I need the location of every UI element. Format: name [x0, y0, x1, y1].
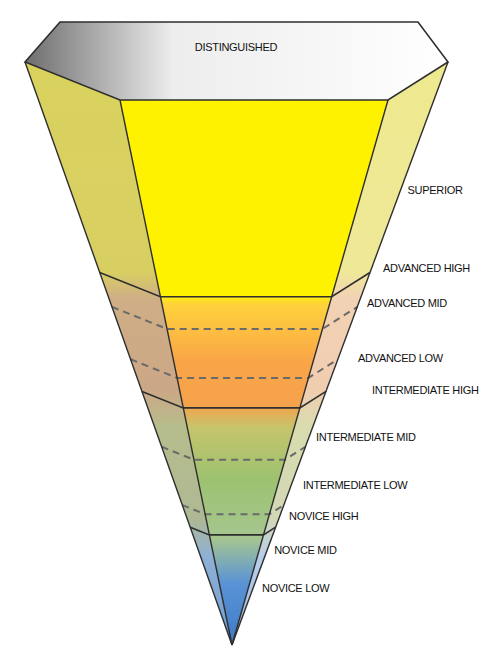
cone-edge [232, 62, 448, 645]
level-label: ADVANCED LOW [358, 352, 443, 364]
level-label: ADVANCED HIGH [383, 262, 470, 274]
sublevel-dashed-line [162, 447, 306, 460]
top-hexagon-face [25, 22, 448, 100]
level-boundary-line [190, 527, 275, 535]
cone-front-face [120, 100, 388, 645]
sublevel-dashed-line [182, 505, 283, 514]
level-label: ADVANCED MID [367, 297, 447, 309]
sublevel-dashed-line [131, 359, 338, 378]
cone-edge [25, 62, 232, 645]
level-name: DISTINGUISHED [195, 41, 277, 53]
level-label: INTERMEDIATE LOW [303, 479, 407, 491]
level-label: NOVICE MID [274, 544, 336, 556]
level-label: INTERMEDIATE HIGH [372, 384, 479, 396]
cone-edge [120, 100, 232, 645]
cone-edge [232, 100, 388, 645]
level-label: NOVICE HIGH [289, 510, 358, 522]
level-label: SUPERIOR [408, 184, 463, 196]
level-label: INTERMEDIATE MID [316, 431, 416, 443]
level-boundary-line [142, 391, 326, 408]
sublevel-dashed-line [112, 307, 357, 329]
cone-right-face [232, 62, 448, 645]
top-level-face: DISTINGUISHED [191, 39, 281, 55]
level-boundary-line [100, 273, 370, 297]
level-label: NOVICE LOW [262, 582, 329, 594]
